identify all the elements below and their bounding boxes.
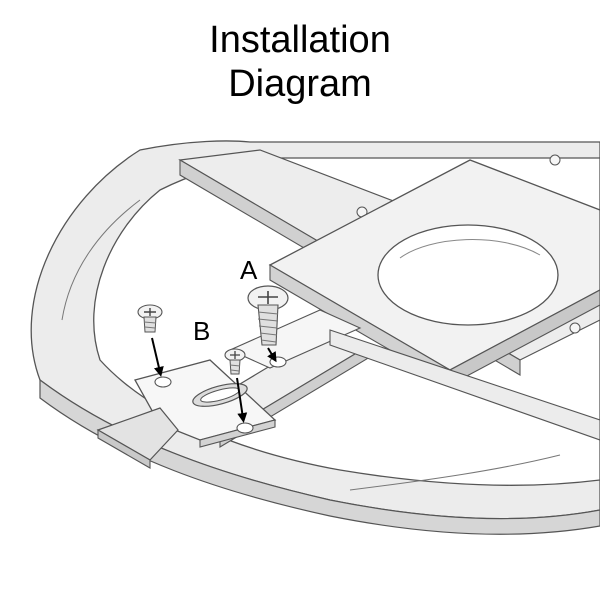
arrow-small-screw xyxy=(236,377,248,423)
small-screw-icon xyxy=(224,348,246,375)
screw-b-icon xyxy=(137,304,163,333)
callout-b: B xyxy=(193,316,210,346)
title-line-1: Installation xyxy=(209,19,391,61)
title-line-2: Diagram xyxy=(228,63,372,105)
callout-a: A xyxy=(240,255,258,285)
arrow-screw-b xyxy=(151,337,164,377)
arrow-screw-a xyxy=(267,347,277,363)
screw-a-icon xyxy=(247,285,289,346)
insertion-arrows xyxy=(151,337,277,423)
diagram-title: Installation Diagram xyxy=(0,18,600,106)
